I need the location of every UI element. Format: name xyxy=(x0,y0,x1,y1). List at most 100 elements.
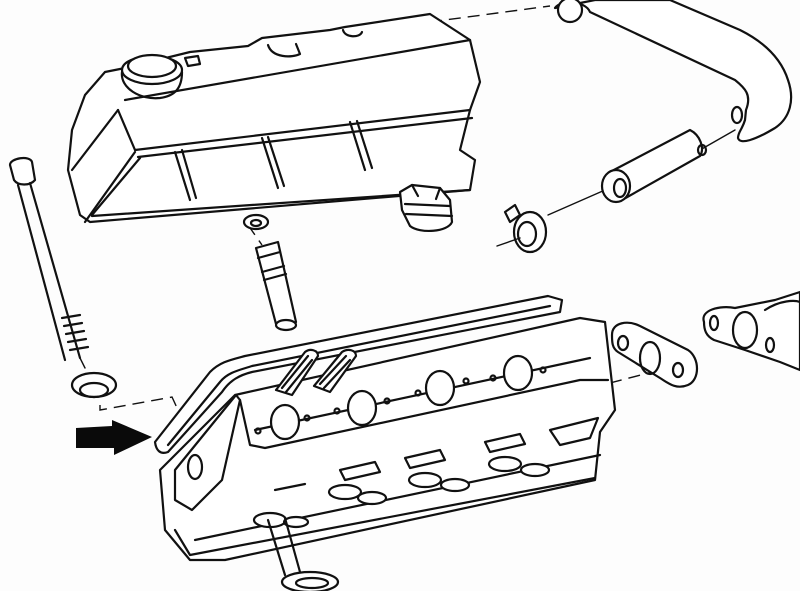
valve-cover-edge xyxy=(83,150,137,224)
manifold-flange-body xyxy=(702,290,800,372)
stud-body xyxy=(312,348,358,394)
stud-threads xyxy=(280,354,314,394)
valve-cover-rib xyxy=(348,119,374,172)
gasket-inner xyxy=(166,304,552,447)
valve-cover-rib xyxy=(260,135,286,190)
valve-cover-boss xyxy=(266,42,302,58)
head-end-hole xyxy=(186,453,204,481)
valve-lifter xyxy=(254,240,298,332)
valve-spring-seat xyxy=(266,516,340,591)
exhaust-port xyxy=(269,403,301,441)
lifter-end xyxy=(274,318,298,332)
alignment-line xyxy=(99,396,179,411)
pushrod-seal xyxy=(70,371,118,399)
bolt-hole xyxy=(383,397,391,405)
lifter-body xyxy=(254,240,298,330)
bolt-holes xyxy=(254,366,547,435)
valve-seat xyxy=(407,471,443,489)
arrow-right-icon xyxy=(76,420,152,455)
valve-cover-boss xyxy=(183,54,202,68)
water-jacket xyxy=(483,432,527,454)
exhaust-ports xyxy=(269,354,534,441)
hose-clamp-grommet xyxy=(496,203,548,254)
pushrod-grooves xyxy=(60,313,90,352)
filler-cap-top xyxy=(126,53,178,79)
grommet-hex xyxy=(410,183,442,201)
valve-cover-rib xyxy=(173,148,198,202)
valve-seat xyxy=(356,490,388,506)
valve-cover-boss xyxy=(341,28,364,38)
exhaust-manifold-flange xyxy=(702,290,800,372)
bolt-hole xyxy=(539,366,547,374)
valve-cover-gasket xyxy=(153,294,564,454)
valve-cover-ridge xyxy=(123,38,472,102)
alignment-line xyxy=(429,5,551,23)
breather-hose xyxy=(553,0,793,143)
valve-seat xyxy=(282,515,310,529)
pushrod-shaft xyxy=(16,181,82,362)
valve-cover-rail-inner xyxy=(136,116,474,159)
valve-seat xyxy=(487,455,523,473)
washer-outer xyxy=(242,213,270,231)
clamp-inner xyxy=(516,220,538,248)
head-end-flange xyxy=(173,393,242,512)
cylinder-head xyxy=(158,316,617,562)
valve-seat xyxy=(439,477,471,493)
water-jacket xyxy=(273,482,307,492)
clamp-ring xyxy=(512,210,548,254)
tube-end xyxy=(600,168,632,204)
valve-cover-side xyxy=(70,108,120,172)
stud xyxy=(274,348,320,397)
flange-gasket-hole xyxy=(616,334,630,352)
small-washer xyxy=(242,213,270,231)
valve-stem xyxy=(266,516,302,577)
bolt-hole xyxy=(303,414,311,422)
head-studs xyxy=(274,348,358,397)
grommet-rings xyxy=(403,202,454,218)
seal-outer xyxy=(70,371,118,399)
head-port-face xyxy=(238,378,610,450)
lifter-bands xyxy=(256,250,288,282)
filler-cap-neck xyxy=(120,70,184,100)
bolt-hole xyxy=(414,389,422,397)
valve-cover-corner xyxy=(116,108,137,152)
clamp-pin xyxy=(496,237,521,247)
washer-inner xyxy=(249,218,263,228)
bolt-hole xyxy=(333,407,341,415)
exhaust-port xyxy=(346,389,378,427)
manifold-pipe xyxy=(763,299,800,312)
valve-seat xyxy=(327,483,363,501)
stud xyxy=(312,348,358,394)
exhaust-port xyxy=(424,369,456,407)
flange-gasket-hole xyxy=(671,361,685,379)
water-jacket xyxy=(548,416,600,447)
water-jacket xyxy=(403,448,447,470)
exhaust-flange-gasket xyxy=(610,321,699,388)
head-body xyxy=(158,316,617,562)
manifold-flange-port xyxy=(731,310,759,350)
pushrod-tip xyxy=(79,357,86,369)
flange-gasket-body xyxy=(610,321,699,388)
hose-lip xyxy=(730,105,744,125)
bolt-hole xyxy=(489,374,497,382)
hose-connector-tube xyxy=(600,128,708,204)
bolt-hole xyxy=(254,427,262,435)
manifold-flange-hole xyxy=(764,336,776,354)
alignment-line xyxy=(547,189,606,216)
hose-body xyxy=(553,0,793,143)
stud-threads xyxy=(318,354,352,390)
pushrod-head xyxy=(8,156,37,186)
hose-end xyxy=(556,0,584,24)
flange-gasket-port xyxy=(638,340,662,376)
tube-body xyxy=(608,128,704,202)
seal-inner xyxy=(78,381,110,399)
pushrod xyxy=(8,156,90,369)
head-deck-edge xyxy=(173,476,597,557)
pcv-valve-grommet xyxy=(398,183,454,232)
tube-bore xyxy=(612,177,628,199)
exhaust-port xyxy=(502,354,534,392)
head-port-rail xyxy=(253,356,592,432)
clamp-tab xyxy=(503,203,522,224)
